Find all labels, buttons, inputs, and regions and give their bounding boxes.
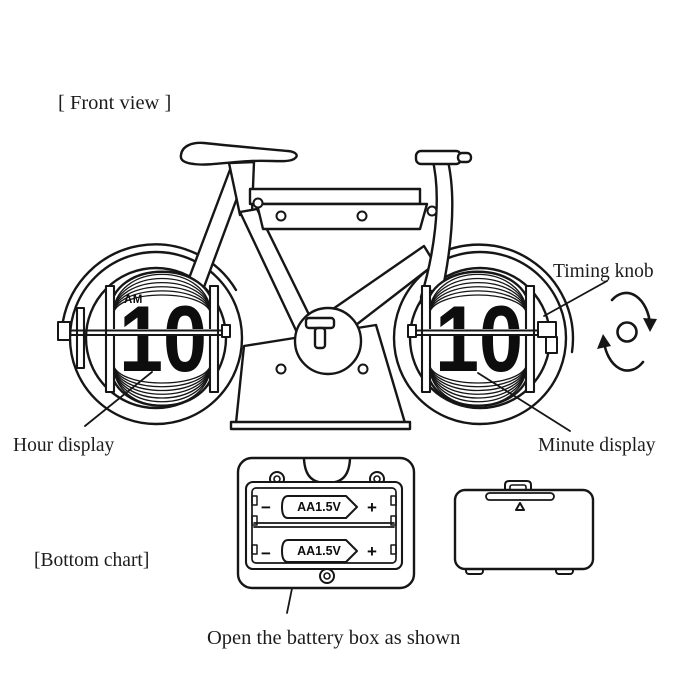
hour-split-gap bbox=[110, 329, 214, 336]
frame-screw-holes bbox=[252, 197, 438, 375]
compartment-divider bbox=[253, 522, 395, 528]
minute-axle-left-cap bbox=[407, 324, 417, 338]
rotation-arc-bottom bbox=[602, 340, 645, 372]
battery-cell-1 bbox=[281, 495, 358, 519]
rotation-arc-top bbox=[610, 291, 652, 326]
bicycle-frame bbox=[166, 141, 473, 431]
hour-flip-display: 10 AM bbox=[57, 270, 231, 407]
knob-axis-dot bbox=[616, 321, 638, 343]
hour-flip-card-stack bbox=[112, 273, 212, 406]
pedal-stem bbox=[313, 326, 327, 350]
top-tube bbox=[248, 187, 422, 206]
caption-label: Open the battery box as shown bbox=[207, 627, 460, 649]
minute-axle bbox=[411, 329, 557, 336]
rotation-arrowhead-right bbox=[643, 318, 657, 332]
slot2-plus-terminal: + bbox=[367, 542, 377, 561]
minute-left-rail bbox=[420, 284, 432, 394]
rear-fender-arc bbox=[61, 243, 238, 323]
minute-value: 10 bbox=[435, 286, 523, 391]
slot1-plus-terminal: + bbox=[367, 498, 377, 517]
front-view-label: [ Front view ] bbox=[58, 92, 171, 114]
frame-flange bbox=[255, 202, 429, 231]
timing-knob-step[interactable] bbox=[545, 336, 558, 354]
hour-axle-right-cap bbox=[221, 324, 231, 338]
minute-leader-line bbox=[477, 372, 571, 432]
slot1-minus-terminal: − bbox=[261, 498, 271, 517]
hour-display-label: Hour display bbox=[13, 435, 115, 456]
hour-value: 10 bbox=[119, 286, 207, 391]
battery-cell-2-label: AA1.5V bbox=[297, 544, 341, 558]
battery-compartment-outer[interactable] bbox=[244, 480, 404, 571]
battery-contact-clips bbox=[251, 495, 397, 555]
hour-right-rail bbox=[208, 284, 220, 394]
minute-flip-display: 10 bbox=[407, 270, 558, 407]
hour-axle-left-cap bbox=[57, 321, 71, 341]
slot2-minus-terminal: − bbox=[261, 544, 271, 563]
handlebar bbox=[414, 149, 463, 166]
handlebar-grip bbox=[456, 151, 473, 164]
cover-triangle-marker bbox=[515, 502, 525, 511]
front-wheel-outer-rim bbox=[392, 250, 568, 426]
timing-knob-shaft[interactable] bbox=[537, 321, 557, 338]
front-fender-arc bbox=[427, 243, 575, 354]
rotation-arrows-icon bbox=[597, 291, 657, 372]
cover-plate bbox=[453, 488, 595, 571]
pedal-bar bbox=[304, 316, 336, 330]
cover-slot bbox=[485, 492, 555, 501]
rotation-arrowhead-left bbox=[597, 334, 611, 349]
battery-cell-1-label: AA1.5V bbox=[297, 500, 341, 514]
battery-cover bbox=[453, 480, 595, 575]
hour-axle bbox=[57, 329, 229, 336]
stand-base bbox=[229, 420, 412, 431]
meridiem-indicator: AM bbox=[124, 294, 143, 306]
timing-knob-label: Timing knob bbox=[553, 261, 654, 282]
hour-left-rail bbox=[104, 284, 116, 394]
minute-display-label: Minute display bbox=[538, 435, 656, 456]
minute-split-gap bbox=[426, 329, 530, 336]
bottom-chart-label: [Bottom chart] bbox=[34, 550, 149, 571]
timing-knob-leader-line bbox=[543, 280, 608, 317]
hour-leader-line bbox=[84, 371, 153, 427]
minute-flip-card-stack bbox=[428, 273, 528, 406]
battery-cell-2 bbox=[281, 539, 358, 563]
saddle bbox=[179, 141, 298, 166]
hour-outer-bracket bbox=[75, 306, 86, 370]
battery-box: − AA1.5V + − AA1.5V + bbox=[236, 456, 416, 590]
minute-right-rail bbox=[524, 284, 536, 394]
